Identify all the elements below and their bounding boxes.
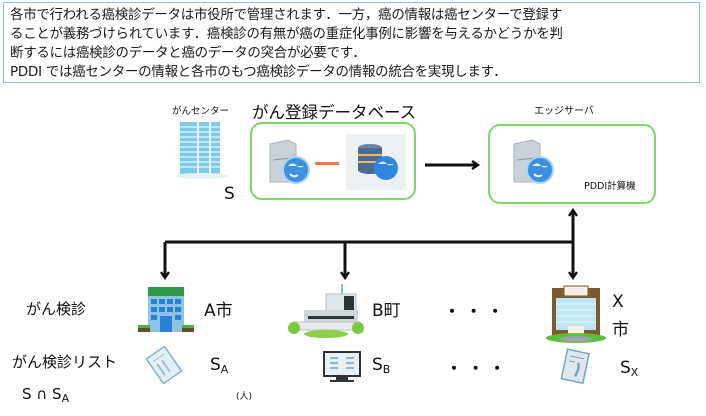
intro-text-box: 各市で行われる癌検診データは市役所で管理されます．一方，癌の情報は癌センターで登… (3, 2, 700, 83)
office-building-icon (174, 120, 232, 180)
monitor-icon (322, 350, 362, 388)
intro-line: 断するには癌検診のデータと癌のデータの突合が必要です． (10, 46, 366, 61)
cancer-center-set-label: S (224, 184, 235, 204)
connector-line (315, 162, 339, 165)
municipality-name-x-line1: X (612, 292, 624, 312)
web-server-icon (266, 138, 312, 190)
municipality-name-x-line2: 市 (612, 320, 629, 340)
screening-list-label: がん検診リスト (12, 353, 118, 371)
municipality-name-a: A市 (204, 301, 233, 321)
edge-server-title: エッジサーバ (534, 106, 594, 117)
town-hall-icon (286, 284, 366, 344)
screening-label: がん検診 (26, 300, 87, 318)
intro-line: ることが義務づけられています．癌検診の有無が癌の重症化事例に影響を与えるかどうか… (10, 27, 563, 42)
intro-line: 各市で行われる癌検診データは市役所で管理されます．一方，癌の情報は癌センターで登… (10, 8, 562, 23)
registry-title: がん登録データベース (252, 103, 417, 122)
ellipsis-bottom: ・ ・ ・ (446, 359, 506, 378)
document-icon (556, 348, 592, 390)
intro-line: PDDI では癌センターの情報と各市のもつ癌検診データの情報の統合を実現します． (10, 65, 507, 80)
set-label-x: SX (620, 358, 639, 379)
database-globe-icon (346, 134, 406, 190)
edge-server-box: PDDI計算機 (488, 124, 656, 204)
ellipsis-top: ・ ・ ・ (444, 302, 504, 321)
unit-label: (人) (236, 392, 253, 402)
cancer-center-label: がんセンター (172, 106, 230, 117)
municipality-name-b: B町 (372, 301, 401, 321)
document-icon (144, 345, 184, 388)
intersection-label: S ∩ SA (22, 385, 70, 405)
city-hall-icon (544, 284, 608, 348)
registry-box (250, 122, 416, 200)
set-label-b: SB (372, 355, 391, 376)
set-label-a: SA (210, 355, 229, 376)
city-hall-icon (138, 287, 194, 339)
pddi-machine-label: PDDI計算機 (584, 181, 636, 192)
web-server-icon (510, 138, 556, 190)
